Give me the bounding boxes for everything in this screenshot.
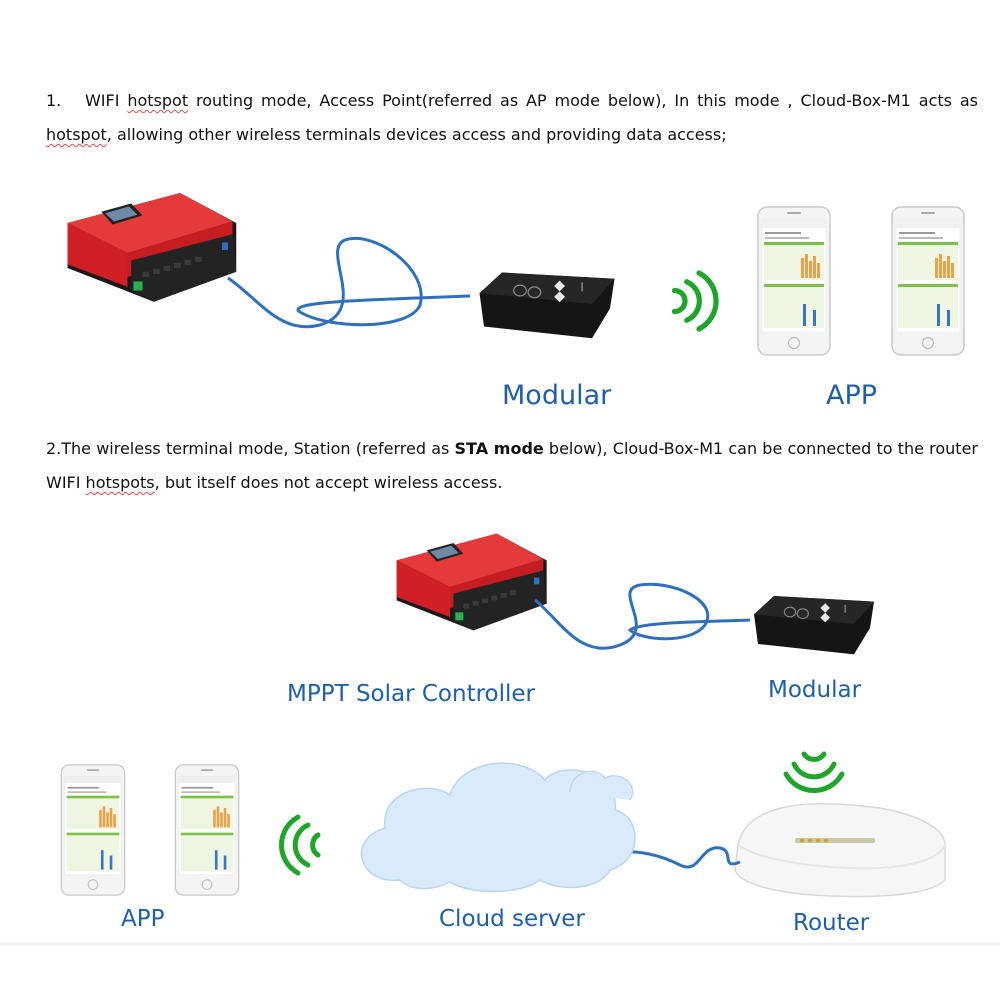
section2-text-part: 2.The wireless terminal mode, Station (r… xyxy=(46,439,455,458)
router-label: Router xyxy=(793,910,870,936)
controller-label: MPPT Solar Controller xyxy=(287,681,536,707)
modular-label-2: Modular xyxy=(768,677,862,703)
section1-text-part: , allowing other wireless terminals devi… xyxy=(106,125,727,144)
cloud xyxy=(360,762,636,893)
smartphone-app xyxy=(174,764,240,896)
solar-controller-device xyxy=(67,193,237,302)
modular-label-1: Modular xyxy=(502,380,612,411)
wifi-signal-icon xyxy=(675,273,717,329)
section1-hotspot-word: hotspot xyxy=(127,91,189,110)
solar-controller-device xyxy=(396,533,547,631)
section2-sta-mode: STA mode xyxy=(454,439,544,458)
section1-number: 1. xyxy=(46,91,62,110)
section2-text: 2.The wireless terminal mode, Station (r… xyxy=(46,432,978,500)
section1-hotspot-word: hotspot xyxy=(46,125,107,144)
smartphone-app xyxy=(60,764,126,896)
wifi-signal-icon xyxy=(783,751,845,793)
data-cable xyxy=(611,846,741,869)
data-cable xyxy=(227,237,471,329)
section1-text-part: routing mode, Access Point(referred as A… xyxy=(188,91,979,110)
section2-text-part: , but itself does not accept wireless ac… xyxy=(154,473,503,492)
app-label-1: APP xyxy=(826,380,878,411)
wifi-router xyxy=(734,803,946,898)
section1-text-part: WIFI xyxy=(84,91,128,110)
section2-text-part: below), Cloud-Box-M1 can be connected to… xyxy=(46,439,978,492)
app-label-2: APP xyxy=(121,906,165,932)
wifi-module-box xyxy=(478,271,616,339)
data-cable xyxy=(534,582,751,650)
section1-text: 1. WIFI hotspot routing mode, Access Poi… xyxy=(46,84,978,152)
cloud-label: Cloud server xyxy=(439,906,585,932)
smartphone-app xyxy=(891,206,965,356)
smartphone-app xyxy=(757,206,831,356)
section2-hotspots-word: hotspots xyxy=(85,473,155,492)
wifi-module-box xyxy=(753,595,875,656)
wifi-signal-icon xyxy=(279,814,321,876)
